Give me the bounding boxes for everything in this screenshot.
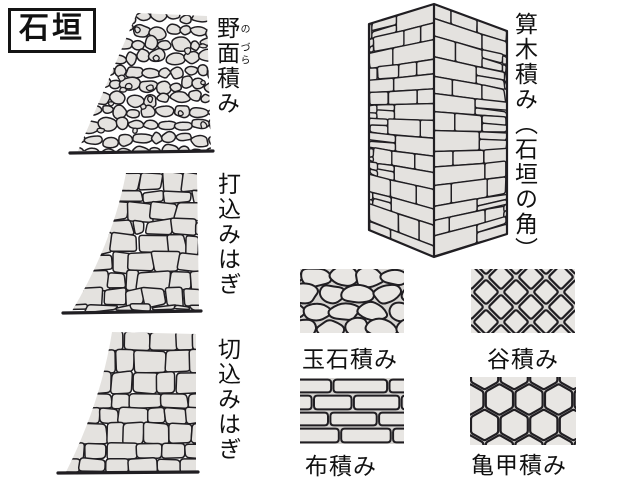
nozura-wall-illustration bbox=[68, 13, 215, 155]
label-uchikomi-hagi: 打込みはぎ bbox=[214, 172, 241, 297]
nozura-ruby-2: 面づら bbox=[213, 41, 249, 66]
label-kirikomi-hagi: 切込みはぎ bbox=[214, 337, 241, 462]
label-nozura-zumi: 野の面づら積み bbox=[213, 16, 249, 116]
label-kikko-zumi: 亀甲積み bbox=[471, 452, 567, 478]
diagram-title: 石垣 bbox=[8, 8, 96, 53]
kirikomi-wall-illustration bbox=[56, 332, 200, 475]
tamaishi-pattern-illustration bbox=[300, 269, 404, 333]
label-tamaishi-zumi: 玉石積み bbox=[302, 346, 398, 372]
label-nuno-zumi: 布積み bbox=[305, 453, 377, 479]
sangi-corner-illustration bbox=[367, 2, 509, 259]
label-tani-zumi: 谷積み bbox=[487, 346, 559, 372]
tani-pattern-illustration bbox=[471, 269, 575, 333]
nuno-pattern-illustration bbox=[300, 378, 404, 444]
label-sangi-zumi: 算木積み（石垣の角） bbox=[511, 12, 538, 262]
kikko-pattern-illustration bbox=[470, 377, 576, 445]
uchikomi-wall-illustration bbox=[61, 173, 203, 315]
nozura-ruby-1: 野の bbox=[213, 16, 249, 41]
